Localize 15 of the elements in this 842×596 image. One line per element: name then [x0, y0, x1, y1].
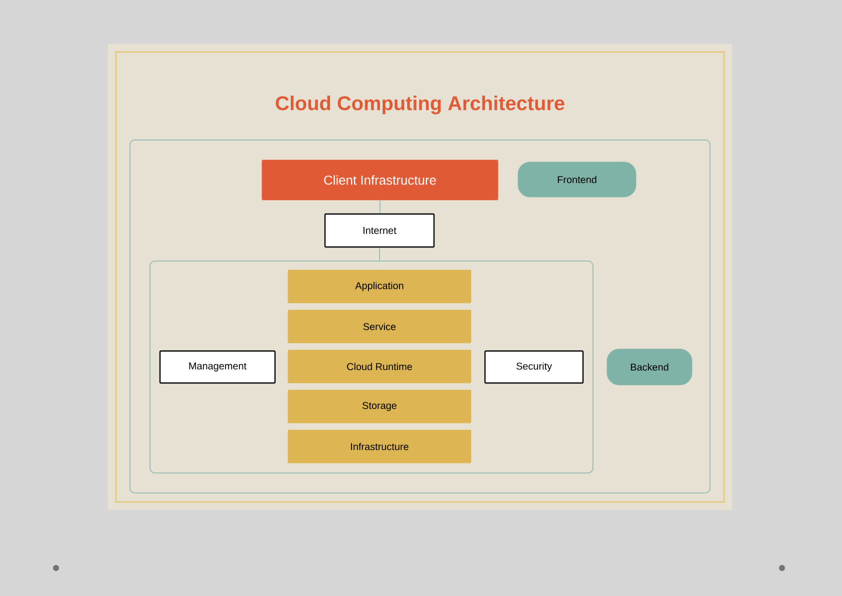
- component-box: Security: [484, 350, 584, 384]
- component-box: Management: [159, 350, 276, 384]
- connector-line: [379, 247, 380, 261]
- title: Cloud Computing Architecture: [276, 96, 564, 114]
- layer-box: Storage: [288, 390, 472, 424]
- layer-box: Cloud Runtime: [288, 350, 472, 384]
- group-frame: [150, 260, 594, 474]
- client-box: Client Infrastructure: [262, 160, 498, 200]
- tier-pill: Backend: [606, 348, 692, 386]
- component-box: Internet: [324, 213, 435, 248]
- layer-box: Application: [288, 270, 472, 304]
- group-frame: [130, 140, 710, 494]
- layer-box: Infrastructure: [288, 430, 472, 464]
- tier-pill: Frontend: [518, 162, 636, 198]
- layer-box: Service: [288, 310, 472, 344]
